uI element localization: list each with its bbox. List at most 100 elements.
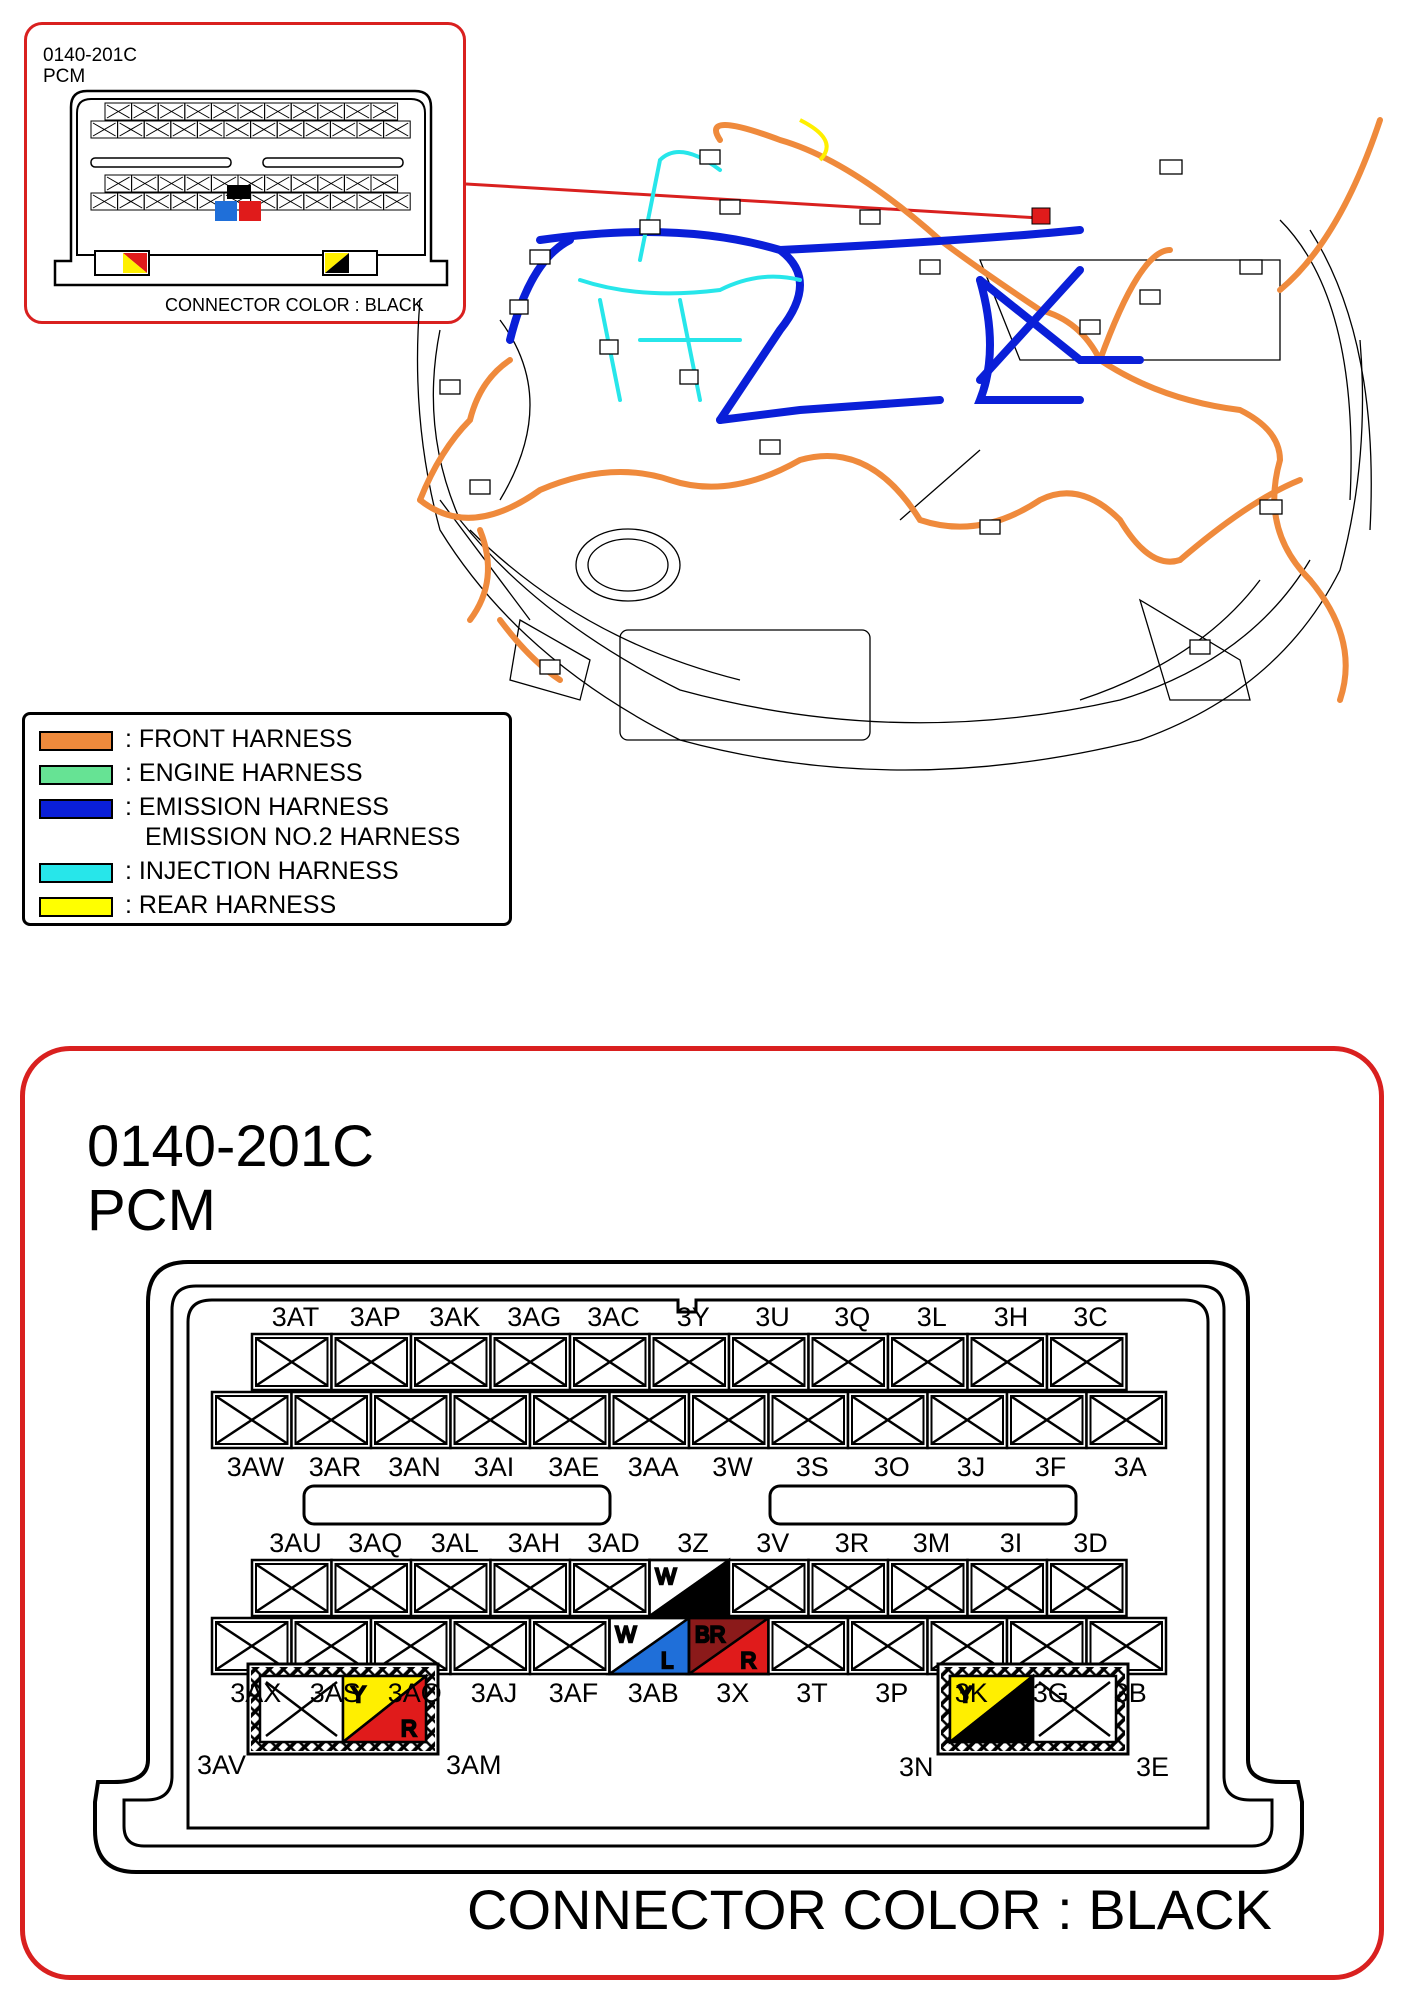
pin-label-3ap: 3AP [349,1302,401,1332]
connector-pin [290,1390,373,1450]
thumb-pin [383,120,411,139]
thumb-pin [356,120,385,139]
pin-label-3y: 3Y [676,1302,710,1332]
vehicle-harness-illustration [416,117,1383,771]
connector-pin [1005,1390,1088,1450]
pin-label-3e: 3E [1136,1752,1170,1782]
wire-color-label: BR [695,1622,726,1647]
pin-label-3ar: 3AR [308,1452,362,1482]
pin-label-3av: 3AV [197,1750,247,1780]
pin-label-3s: 3S [795,1452,829,1482]
thumb-pin [117,120,145,139]
pin-label-3aq: 3AQ [348,1528,403,1558]
front-harness-swatch [39,731,113,751]
pin-label-3z: 3Z [677,1528,709,1558]
pin-label-3l: 3L [916,1302,947,1332]
pin-label-3k: 3K [954,1678,988,1708]
pin-label-3x: 3X [716,1678,750,1708]
rear-harness-swatch [39,897,113,917]
pin-3N-3E: YB [936,1662,1130,1756]
connector-pin [846,1616,929,1676]
injection-harness-swatch [39,863,113,883]
pin-label-3b: 3B [1113,1678,1147,1708]
pin-label-3a: 3A [1113,1452,1147,1482]
connector-pin [966,1332,1049,1392]
pin-label-3p: 3P [875,1678,909,1708]
pin-label-3c: 3C [1073,1302,1108,1332]
connector-code: 0140-201C [87,1114,374,1179]
pin-label-3i: 3I [999,1528,1023,1558]
legend-label: : REAR HARNESS [125,891,337,919]
connector-pin [886,1332,969,1392]
connector-pin [767,1390,850,1450]
pin-label-3m: 3M [912,1528,951,1558]
pin-label-3ax: 3AX [230,1678,282,1708]
thumb-connector-face [53,89,449,287]
pin-label-3g: 3G [1032,1678,1069,1708]
pin-3Z: WB [645,1557,731,1618]
wire-color-label: R [741,1648,757,1673]
pin-label-3d: 3D [1073,1528,1108,1558]
connector-thumbnail-box: 0140-201C PCM CONNECTOR COLOR : BLACK [24,22,466,324]
connector-pin [648,1332,731,1392]
pin-label-3aa: 3AA [627,1452,679,1482]
pin-label-3ao: 3AO [387,1678,442,1708]
connector-pin [449,1390,532,1450]
connector-pin [568,1332,651,1392]
engine-harness-swatch [39,765,113,785]
pin-label-3aj: 3AJ [470,1678,518,1708]
pin-label-3aw: 3AW [226,1452,285,1482]
wire-color-label: Y [351,1682,366,1707]
connector-pin [1085,1390,1168,1450]
connector-pin [846,1390,929,1450]
wire-color-label: L [661,1648,673,1673]
pin-label-3u: 3U [755,1302,790,1332]
wire-color-label: B [1005,1716,1020,1741]
legend-label: : FRONT HARNESS [125,725,353,753]
pin-label-3am: 3AM [446,1750,502,1780]
connector-pin [727,1558,810,1618]
wire-color-label: B [701,1590,716,1615]
connector-pin [409,1332,492,1392]
connector-detail-box: 0140-201C PCM CONNECTOR COLOR : BLACK [20,1046,1384,1980]
pin-label-3ai: 3AI [473,1452,515,1482]
pin-label-3f: 3F [1034,1452,1067,1482]
pin-label-3v: 3V [756,1528,790,1558]
connector-pin [807,1558,890,1618]
connector-pin [250,1332,333,1392]
thumb-pin [383,192,411,211]
pin-label-3ae: 3AE [548,1452,600,1482]
connector-pin [767,1616,850,1676]
thumb-pin [370,174,399,193]
connector-pin [369,1390,452,1450]
pin-label-3af: 3AF [548,1678,599,1708]
connector-color-note: CONNECTOR COLOR : BLACK [467,1878,1272,1941]
connector-pin [1045,1558,1128,1618]
thumb-connector-code: 0140-201C [43,45,138,66]
thumb-connector-name: PCM [43,66,86,87]
pin-3X: BR R [685,1615,770,1676]
pin-label-3ak: 3AK [429,1302,481,1332]
wire-color-label: R [401,1716,417,1741]
pin-label-3h: 3H [993,1302,1029,1332]
legend-label: : ENGINE HARNESS [125,759,363,787]
thumb-pin [370,102,399,121]
connector-pin [528,1616,611,1676]
harness-legend: : FRONT HARNESS : ENGINE HARNESS : EMISS… [22,712,512,926]
pin-label-3q: 3Q [834,1302,871,1332]
connector-pin [409,1558,492,1618]
pin-label-3al: 3AL [430,1528,479,1558]
location-pointer-line [465,182,1041,220]
connector-pin [568,1558,651,1618]
pin-label-3an: 3AN [388,1452,441,1482]
pin-label-3at: 3AT [271,1302,320,1332]
connector-pin [449,1616,532,1676]
legend-label-secondary: EMISSION NO.2 HARNESS [145,823,461,851]
legend-label: : EMISSION HARNESS [125,793,389,821]
connector-pin [926,1390,1009,1450]
wire-color-label: W [656,1564,677,1589]
connector-pin [1045,1332,1128,1392]
connector-pin [528,1390,611,1450]
pin-label-3as: 3AS [309,1678,361,1708]
